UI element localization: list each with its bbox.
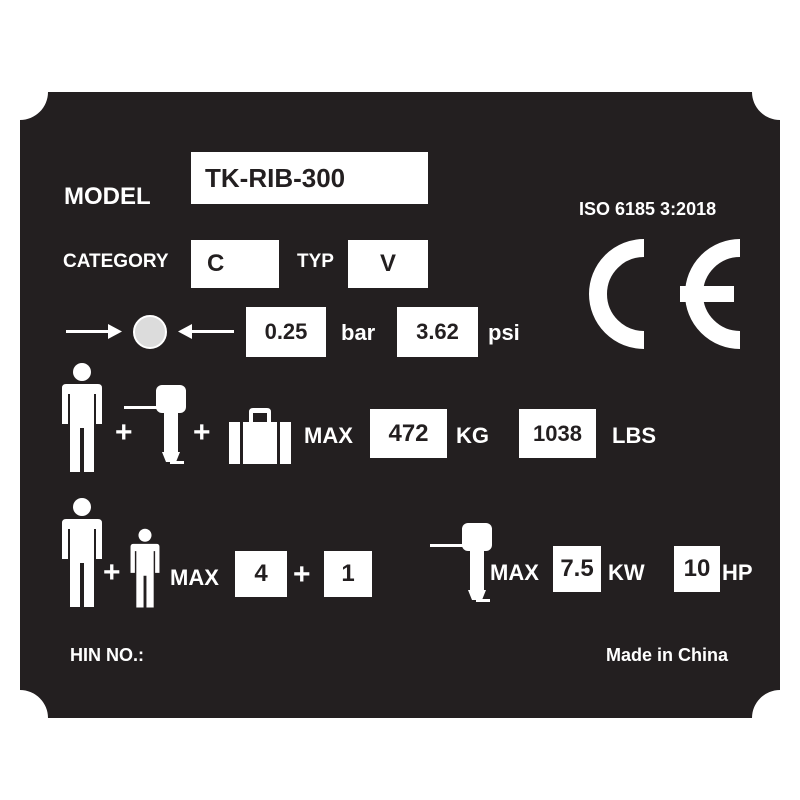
luggage-icon <box>229 408 291 464</box>
pressure-psi-value: 3.62 <box>416 319 459 344</box>
max-load-label: MAX <box>304 423 353 448</box>
pressure-bar-value: 0.25 <box>264 319 308 344</box>
psi-unit: psi <box>488 320 520 345</box>
outboard-motor-icon <box>124 385 186 464</box>
pressure-dot-icon <box>133 315 167 349</box>
plus-sign: + <box>103 556 121 589</box>
hp-unit: HP <box>722 560 753 585</box>
max-adults-value: 4 <box>254 560 268 587</box>
ce-mark-icon <box>589 239 741 349</box>
plus-sign: + <box>115 416 133 449</box>
max-power-hp-value: 10 <box>683 555 711 582</box>
plus-sign: + <box>193 416 211 449</box>
category-value-box: C <box>191 240 279 288</box>
max-load-lbs-box: 1038 <box>519 409 596 458</box>
hin-label: HIN NO.: <box>70 645 144 665</box>
category-value: C <box>207 250 225 277</box>
kg-unit: KG <box>456 423 489 448</box>
adult-person-icon <box>62 498 102 607</box>
typ-value-box: V <box>348 240 428 288</box>
typ-label: TYP <box>297 251 334 272</box>
lbs-unit: LBS <box>612 423 656 448</box>
outboard-motor-icon <box>430 523 492 602</box>
model-label: MODEL <box>64 183 151 210</box>
model-value: TK-RIB-300 <box>205 163 346 193</box>
max-children-value: 1 <box>341 560 355 587</box>
category-label: CATEGORY <box>63 251 169 272</box>
max-power-kw-box: 7.5 <box>553 546 601 592</box>
max-power-hp-box: 10 <box>674 546 720 592</box>
typ-value: V <box>379 250 396 277</box>
max-load-kg-value: 472 <box>388 419 429 447</box>
pressure-bar-box: 0.25 <box>246 307 326 357</box>
child-person-icon <box>130 528 160 608</box>
arrow-left-icon <box>178 324 234 339</box>
kw-unit: KW <box>608 560 645 585</box>
arrow-right-icon <box>66 324 122 339</box>
pressure-psi-box: 3.62 <box>397 307 478 357</box>
max-children-box: 1 <box>324 551 372 597</box>
adult-person-icon <box>62 363 102 472</box>
made-in-label: Made in China <box>606 645 729 665</box>
max-load-lbs-value: 1038 <box>533 420 582 446</box>
plus-sign: + <box>293 558 311 591</box>
max-adults-box: 4 <box>235 551 287 597</box>
max-power-kw-value: 7.5 <box>560 555 594 582</box>
max-persons-label: MAX <box>170 565 219 590</box>
max-load-kg-box: 472 <box>370 409 447 458</box>
model-value-box: TK-RIB-300 <box>191 152 428 204</box>
max-power-label: MAX <box>490 560 539 585</box>
iso-standard: ISO 6185 3:2018 <box>579 199 717 219</box>
bar-unit: bar <box>341 320 376 345</box>
